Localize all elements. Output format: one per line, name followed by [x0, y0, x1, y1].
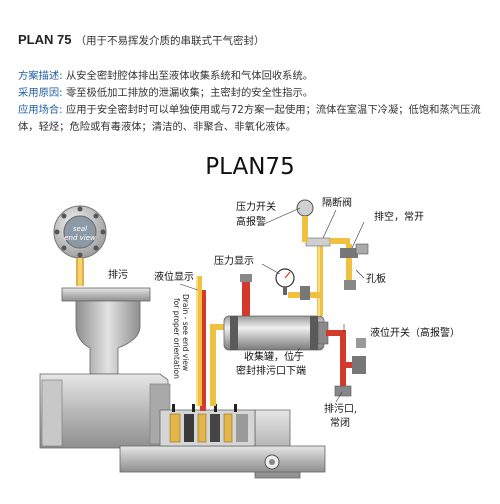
- label-collector: 收集罐，位于: [244, 350, 304, 363]
- shaft: [119, 445, 326, 473]
- description-text: 应用于安全密封时可以单独使用或与72方案一起使用；流体在室温下冷凝；低饱和蒸汽压…: [18, 104, 481, 133]
- description-label: 应用场合:: [18, 104, 63, 116]
- label-pressure-switch: 压力开关: [236, 200, 276, 213]
- description-label: 方案描述:: [18, 70, 63, 82]
- drain-orientation-note: for proper orientation: [172, 298, 181, 379]
- label-vent: 排空，常开: [374, 210, 424, 223]
- description-label: 采用原因:: [18, 87, 63, 99]
- label-drain-outlet: 常闭: [330, 416, 350, 429]
- seal-end-view-label: seal: [73, 225, 87, 233]
- leader-lines: [179, 207, 365, 403]
- plan-description: 方案描述: 从安全密封腔体排出至液体收集系统和气体回收系统。 采用原因: 零至极…: [18, 68, 488, 136]
- label-drain-outlet: 排污口,: [324, 402, 357, 415]
- label-level-indicator: 液位显示: [154, 270, 194, 283]
- seal-end-view-label: end view: [64, 234, 96, 242]
- description-line: 方案描述: 从安全密封腔体排出至液体收集系统和气体回收系统。: [18, 68, 488, 85]
- plan-code: PLAN 75: [18, 32, 72, 47]
- label-level-switch: 液位开关（高报警）: [370, 326, 460, 339]
- plan-heading: PLAN 75（用于不易挥发介质的串联式干气密封）: [18, 32, 264, 48]
- drain-orientation-note: Drain - see end view: [181, 294, 190, 371]
- description-text: 从安全密封腔体排出至液体收集系统和气体回收系统。: [62, 70, 314, 82]
- seal-cartridge: [159, 403, 280, 470]
- outlet-piping: [326, 330, 366, 397]
- label-drain: 排污: [108, 268, 128, 281]
- label-orifice: 孔板: [366, 272, 386, 285]
- label-pressure-gauge: 压力显示: [214, 254, 254, 267]
- plan75-diagram: PLAN75 seal end view: [0, 148, 500, 500]
- seal-end-view: seal end view: [53, 205, 107, 286]
- label-pressure-switch: 高报警: [236, 215, 266, 228]
- instrument-piping: [275, 199, 369, 316]
- label-isolation-valve: 隔断阀: [322, 196, 352, 209]
- diagram-title: PLAN75: [205, 154, 294, 180]
- plan-subtitle: （用于不易挥发介质的串联式干气密封）: [75, 35, 265, 47]
- description-line: 应用场合: 应用于安全密封时可以单独使用或与72方案一起使用；流体在室温下冷凝；…: [18, 102, 488, 136]
- description-text: 零至极低加工排放的泄漏收集；主密封的安全性指示。: [62, 87, 314, 99]
- description-line: 采用原因: 零至极低加工排放的泄漏收集；主密封的安全性指示。: [18, 85, 488, 102]
- collector-tank: [223, 315, 329, 351]
- plan75-diagram-svg: PLAN75 seal end view: [39, 154, 460, 479]
- label-collector: 密封排污口下端: [236, 364, 306, 377]
